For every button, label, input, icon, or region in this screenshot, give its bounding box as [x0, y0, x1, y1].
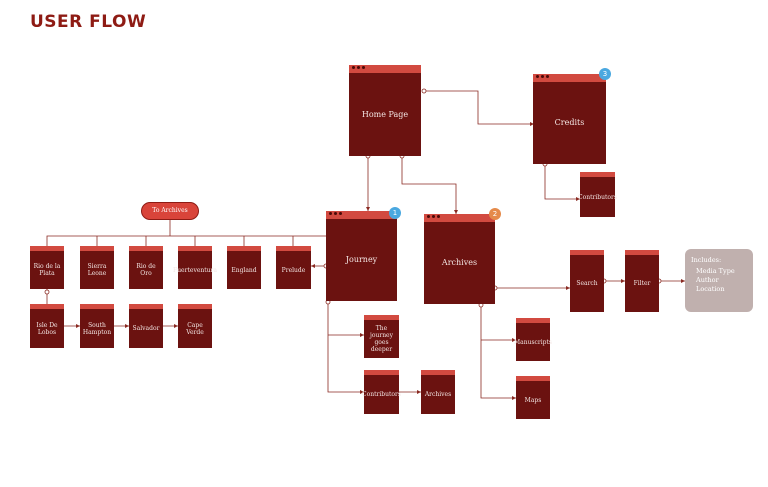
- fuerteventura-node[interactable]: Fuerteventura: [173, 246, 217, 289]
- node-label: Maps: [524, 396, 542, 404]
- includes-box: Includes: Media Type Author Location: [685, 249, 753, 312]
- rio-de-la-plata-node[interactable]: Rio de la Plata: [30, 246, 64, 289]
- node-label: Credits: [554, 118, 585, 127]
- connector-archives-children: [480, 304, 516, 399]
- prelude-node[interactable]: Prelude: [276, 246, 311, 289]
- cape-verde-node[interactable]: Cape Verde: [178, 304, 212, 348]
- credits-node[interactable]: Credits: [533, 74, 606, 164]
- node-label: Isle De Lobos: [36, 321, 58, 336]
- maps-node[interactable]: Maps: [516, 376, 550, 419]
- journey-archives-node[interactable]: Archives: [421, 370, 455, 414]
- node-label: Manuscripts: [514, 338, 553, 346]
- connector-journey-top-row: [46, 211, 356, 246]
- isle-de-lobos-node[interactable]: Isle De Lobos: [30, 304, 64, 348]
- connector-credits-contributors: [544, 164, 580, 200]
- window-dots-icon: [427, 215, 440, 218]
- node-label: Salvador: [132, 325, 160, 332]
- node-label: South Hampton: [82, 321, 112, 336]
- node-label: Search: [576, 280, 598, 287]
- salvador-node[interactable]: Salvador: [129, 304, 163, 348]
- node-label: Contributors: [362, 391, 401, 398]
- journey-deeper-node[interactable]: The journey goes deeper: [364, 315, 399, 358]
- manuscripts-node[interactable]: Manuscripts: [514, 318, 553, 361]
- window-dots-icon: [352, 66, 365, 69]
- node-label: Sierra Leone: [87, 263, 107, 277]
- node-label: Rio de la Plata: [33, 263, 61, 277]
- includes-item: Location: [696, 285, 725, 293]
- node-label: Filter: [633, 280, 651, 287]
- england-node[interactable]: England: [227, 246, 261, 289]
- archives-node[interactable]: Archives: [424, 214, 495, 304]
- node-label: Archives: [424, 391, 452, 398]
- to-archives-button[interactable]: To Archives: [141, 202, 199, 220]
- node-label: England: [231, 266, 257, 274]
- journey-node[interactable]: Journey: [326, 211, 397, 301]
- badge-credits: 3: [599, 68, 611, 80]
- search-node[interactable]: Search: [570, 250, 604, 312]
- node-label: Journey: [345, 255, 378, 264]
- node-label: Contributors: [578, 193, 617, 201]
- connector-home-archives: [401, 156, 457, 214]
- includes-item: Author: [696, 276, 719, 284]
- rio-de-oro-node[interactable]: Rio de Oro: [129, 246, 163, 289]
- window-dots-icon: [536, 75, 549, 78]
- home-page-node[interactable]: Home Page: [349, 65, 421, 156]
- includes-list: Media Type Author Location: [691, 267, 747, 294]
- page-title: USER FLOW: [30, 12, 147, 32]
- connector-journey-children: [327, 301, 364, 393]
- badge-archives: 2: [489, 208, 501, 220]
- sierra-leone-node[interactable]: Sierra Leone: [80, 246, 114, 289]
- node-label: Cape Verde: [186, 321, 204, 336]
- south-hampton-node[interactable]: South Hampton: [80, 304, 114, 348]
- connector-home-credits: [424, 90, 534, 125]
- window-dots-icon: [329, 212, 342, 215]
- node-label: Home Page: [361, 109, 409, 119]
- node-label: Prelude: [281, 266, 306, 274]
- node-label: The journey goes deeper: [369, 325, 393, 353]
- node-label: Fuerteventura: [173, 266, 217, 274]
- journey-contributors-node[interactable]: Contributors: [362, 370, 401, 414]
- includes-item: Media Type: [696, 267, 735, 275]
- includes-heading: Includes:: [691, 256, 722, 264]
- node-label: Rio de Oro: [136, 263, 156, 277]
- node-label: Archives: [441, 258, 478, 267]
- filter-node[interactable]: Filter: [625, 250, 659, 312]
- badge-journey: 1: [389, 207, 401, 219]
- credits-contributors-node[interactable]: Contributors: [578, 172, 617, 217]
